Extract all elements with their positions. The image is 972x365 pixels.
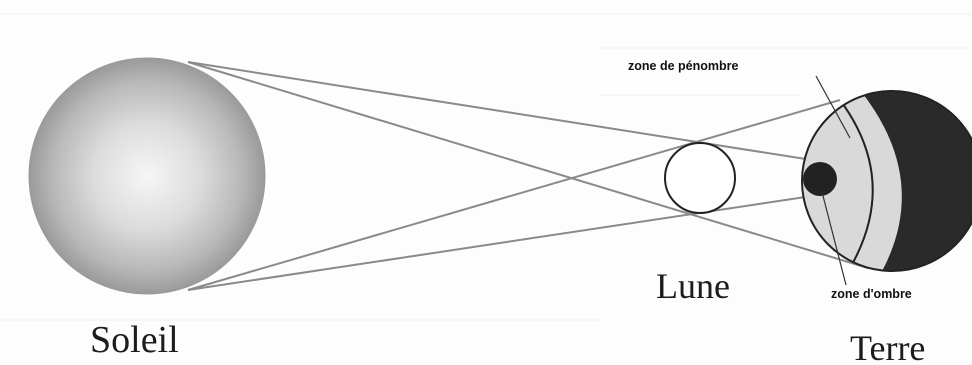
ray-cross-top (188, 62, 868, 268)
light-rays (188, 62, 868, 290)
label-zone-penombre: zone de pénombre (628, 59, 738, 73)
label-lune: Lune (656, 266, 730, 306)
moon-body (665, 143, 735, 213)
label-terre: Terre (850, 328, 925, 365)
sun-body (29, 58, 265, 294)
ray-outer-top (188, 62, 812, 160)
umbra-spot (803, 162, 837, 196)
ray-cross-bottom (188, 100, 840, 290)
label-zone-ombre: zone d'ombre (831, 287, 912, 301)
earth-body (802, 90, 972, 275)
label-soleil: Soleil (90, 319, 179, 361)
